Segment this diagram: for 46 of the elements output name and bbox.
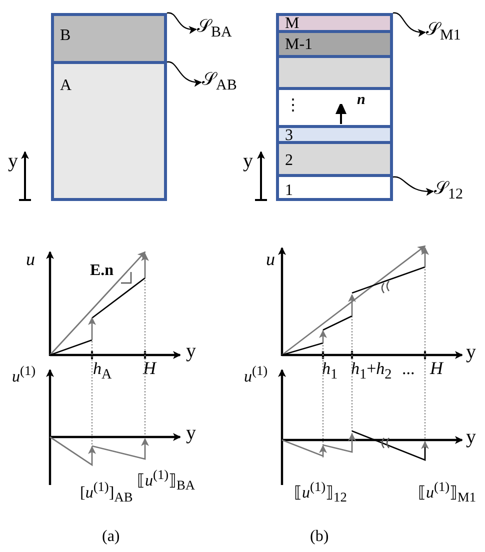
layer-label: 2 bbox=[285, 153, 293, 169]
tick-label: H bbox=[143, 359, 156, 377]
jump-label: ⟦u$^{(1)}$⟧$_{12}$ bbox=[294, 478, 347, 507]
layer-label: 1 bbox=[285, 183, 293, 199]
layer-label: 3 bbox=[285, 128, 293, 144]
interface-label: 𝒮$_{12}$ bbox=[434, 178, 463, 205]
interface-label: 𝒮$_{BA}$ bbox=[197, 16, 232, 43]
material-layer bbox=[276, 55, 393, 90]
leader-arrow bbox=[166, 12, 197, 34]
layer-label: A bbox=[60, 78, 72, 94]
jump-label: ⟦u$^{(1)}$⟧$_{M1}$ bbox=[418, 478, 476, 507]
jump-label: [u$^{(1)}$]$_{AB}$ bbox=[80, 478, 133, 507]
material-layer bbox=[276, 174, 393, 201]
axis-label: y bbox=[186, 424, 196, 442]
layer-label: M-1 bbox=[285, 37, 313, 53]
layer-label: B bbox=[60, 28, 71, 44]
axis-label: u bbox=[26, 250, 35, 268]
leader-arrow bbox=[392, 176, 434, 196]
jump-label: ⟦u$^{(1)}$⟧$_{BA}$ bbox=[137, 466, 196, 495]
interface-label: 𝒮$_{M1}$ bbox=[426, 19, 461, 46]
axis-label: u$^{(1)}$ bbox=[244, 362, 268, 386]
vector-label: n bbox=[357, 92, 366, 109]
material-layer bbox=[276, 87, 393, 128]
material-layer bbox=[51, 61, 167, 201]
axis-label: y bbox=[8, 152, 18, 170]
interface-label: 𝒮$_{AB}$ bbox=[202, 69, 237, 96]
tick-label: ... bbox=[402, 360, 415, 378]
tick-label: h$_{1}$ bbox=[322, 360, 338, 384]
axis-label: y bbox=[466, 343, 476, 361]
layer-label: M bbox=[285, 16, 300, 32]
slope-label: E.n bbox=[90, 262, 114, 280]
layer-label: ⋮ bbox=[285, 98, 301, 114]
axis-label: u bbox=[266, 250, 275, 268]
axis-label: u$^{(1)}$ bbox=[12, 362, 36, 386]
tick-label: h$_{1}$+h$_{2}$ bbox=[351, 360, 392, 384]
leader-arrow bbox=[393, 12, 426, 36]
axis-label: y bbox=[243, 152, 253, 170]
axis-label: y bbox=[186, 342, 196, 360]
panel-label: (b) bbox=[310, 528, 329, 546]
material-layer bbox=[51, 13, 167, 64]
leader-arrow bbox=[167, 61, 202, 86]
panel-label: (a) bbox=[102, 528, 120, 546]
tick-label: H bbox=[430, 359, 443, 377]
axis-label: y bbox=[466, 428, 476, 446]
tick-label: h$_{A}$ bbox=[93, 360, 112, 384]
material-layer bbox=[276, 141, 393, 177]
